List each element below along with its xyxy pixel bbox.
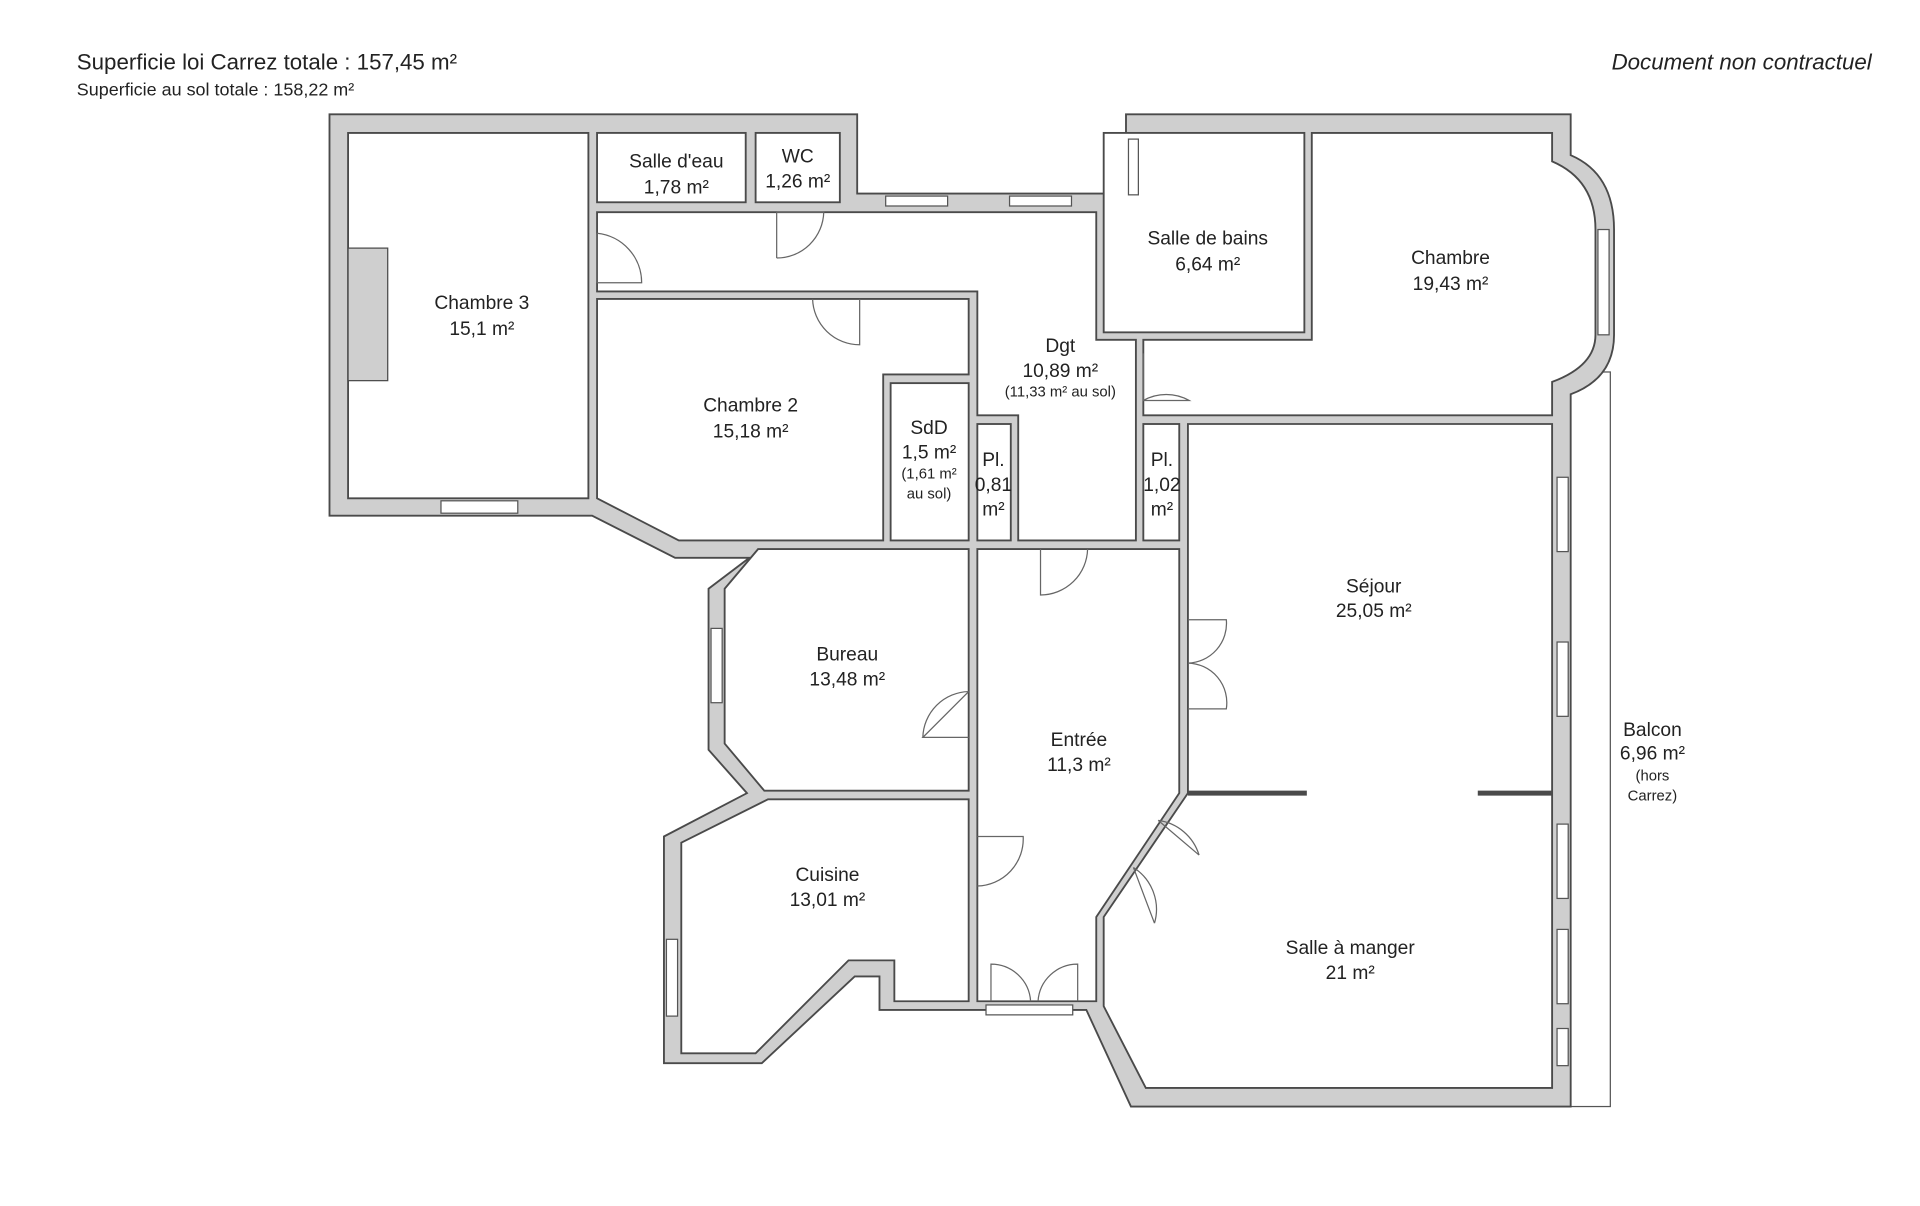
dgt-area: 10,89 m² [1022,361,1098,382]
chambre2-name: Chambre 2 [703,396,798,417]
chambre-area: 19,43 m² [1413,274,1489,295]
room-salle-eau [596,131,747,204]
chimney [347,247,389,382]
salle-manger-area: 21 m² [1326,963,1376,984]
chambre-name: Chambre [1411,248,1490,269]
chambre3-name: Chambre 3 [434,293,529,314]
pl2-unit: m² [1151,500,1174,521]
bureau-name: Bureau [816,645,878,666]
wc-name: WC [782,147,814,168]
dgt-name: Dgt [1045,336,1076,357]
windows [440,138,1610,1067]
doors [596,211,1228,1002]
room-entree [976,548,1181,1003]
cuisine-name: Cuisine [795,865,859,886]
room-wc [754,131,841,204]
cuisine-area: 13,01 m² [790,890,866,911]
dgt-note: (11,33 m² au sol) [1005,385,1116,401]
chambre2-area: 15,18 m² [713,422,789,443]
salle-eau-area: 1,78 m² [644,178,710,199]
room-sejour-salle-manger [1102,423,1554,1089]
balcony [1570,371,1611,1108]
pl1-area: 0,81 [975,475,1012,496]
room-chambre2 [596,297,970,542]
pl1-unit: m² [982,500,1005,521]
chambre3-area: 15,1 m² [449,319,515,340]
sejour-name: Séjour [1346,576,1402,597]
salle-eau-name: Salle d'eau [629,152,723,173]
sdd-name: SdD [910,418,947,439]
wc-area: 1,26 m² [765,171,831,192]
salle-bains-area: 6,64 m² [1175,254,1241,275]
room-pl2 [1142,423,1181,542]
bureau-area: 13,48 m² [809,669,885,690]
room-bureau [723,548,970,792]
balcon-note1: (hors [1636,769,1670,785]
sejour-area: 25,05 m² [1336,601,1412,622]
room-sdd [889,382,970,542]
salle-manger-name: Salle à manger [1286,938,1416,959]
pl1-name: Pl. [982,450,1004,471]
disclaimer: Document non contractuel [1612,50,1873,75]
room-chambre [1142,131,1597,417]
pl2-area: 1,02 [1143,475,1180,496]
room-dgt [596,211,1137,542]
room-pl1 [976,423,1012,542]
salle-bains-name: Salle de bains [1147,228,1268,249]
sdd-note1: (1,61 m² [901,467,956,483]
balcon-area: 6,96 m² [1620,744,1686,765]
sol-total: Superficie au sol totale : 158,22 m² [77,80,354,100]
sdd-area: 1,5 m² [902,443,957,464]
carrez-total: Superficie loi Carrez totale : 157,45 m² [77,50,457,75]
entree-area: 11,3 m² [1047,755,1111,776]
pl2-name: Pl. [1151,450,1173,471]
room-cuisine [680,798,970,1055]
balcon-name: Balcon [1623,720,1682,741]
balcon-note2: Carrez) [1628,789,1678,805]
sdd-note2: au sol) [907,486,952,502]
entree-name: Entrée [1051,730,1108,751]
